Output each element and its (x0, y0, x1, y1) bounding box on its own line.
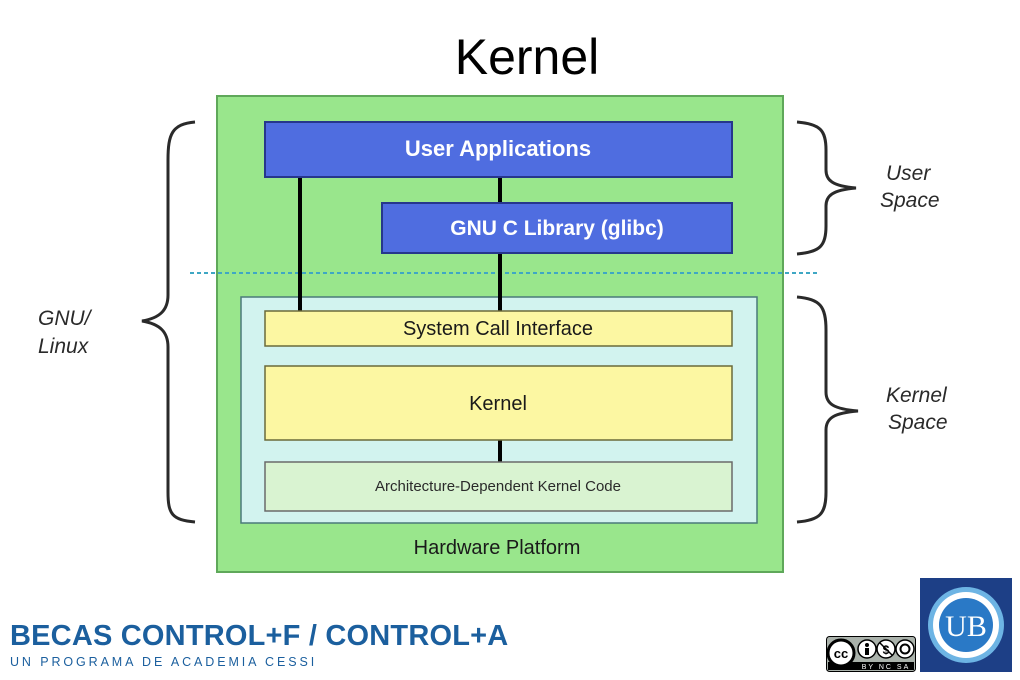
svg-text:cc: cc (834, 646, 848, 661)
user-applications-box (264, 121, 733, 178)
program-title: BECAS CONTROL+F / CONTROL+A (10, 620, 509, 652)
user-space-brace (796, 120, 857, 256)
user-space-label-line1: User (886, 162, 931, 185)
gnu-linux-brace (141, 120, 196, 524)
gnu-linux-label: GNU/ Linux (38, 307, 96, 358)
kernel-label: Kernel (469, 393, 527, 415)
program-subtitle: UN PROGRAMA DE ACADEMIA CESSI (10, 655, 318, 669)
kernel-space-label-line2: Space (888, 411, 948, 434)
kernel-box (264, 365, 733, 441)
kernel-space-brace (796, 295, 859, 524)
cc-icon (826, 638, 856, 668)
user-space-label-line2: Space (880, 189, 940, 212)
sa-icon (895, 639, 915, 659)
footer-brand: BECAS CONTROL+F / CONTROL+A UN PROGRAMA … (10, 620, 508, 670)
user-space-label: User Space (880, 162, 940, 212)
gnu-linux-label-line1: GNU/ (38, 307, 93, 330)
system-call-interface-label: System Call Interface (403, 318, 593, 340)
arch-dependent-code-box (264, 461, 733, 512)
glibc-box (381, 202, 733, 254)
ub-logo: UB (920, 578, 1012, 672)
glibc-label: GNU C Library (glibc) (450, 217, 664, 240)
gnu-linux-label-line2: Linux (38, 335, 90, 358)
kernel-space-label-line1: Kernel (886, 384, 948, 407)
arch-dependent-code-label: Architecture-Dependent Kernel Code (375, 478, 621, 495)
slide-title: Kernel (454, 29, 600, 85)
user-applications-label: User Applications (405, 136, 591, 161)
cc-badge-label: BY NC SA (862, 664, 911, 671)
linux-architecture-diagram: Hardware Platform User Applications GNU … (38, 95, 953, 573)
creative-commons-badge: cc $ BY NC SA (826, 636, 916, 672)
ub-logo-text: UB (945, 610, 987, 643)
hardware-platform-label: Hardware Platform (414, 537, 581, 559)
system-call-interface-box (264, 310, 733, 347)
kernel-space-label: Kernel Space (886, 384, 953, 434)
